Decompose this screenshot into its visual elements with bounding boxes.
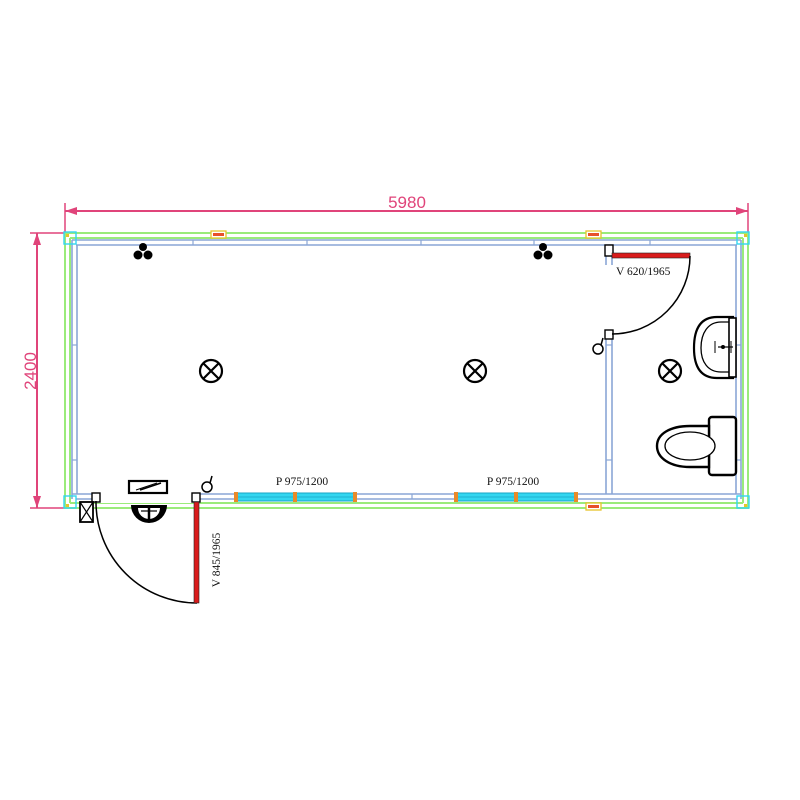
wall-marker [210,230,227,239]
bathroom-door [604,244,691,340]
electrical-panel [79,501,94,523]
inner-wall [71,239,742,500]
corner-markers [66,234,747,507]
entrance-door [91,492,201,604]
double-socket-icon [133,243,153,260]
toilet [655,415,738,477]
bathroom-door-label: V 620/1965 [616,266,671,278]
window-right-label: P 975/1200 [487,476,540,488]
wall-lamp-icon [131,505,167,523]
ceiling-light-icon [462,358,488,384]
dimension-length [64,203,749,240]
ceiling-light-icon [657,358,683,384]
entrance-door-label: V 845/1965 [211,533,223,588]
heater [127,479,169,495]
corner-posts [63,231,750,509]
length-label: 5980 [388,193,426,212]
wall-marker [585,230,602,239]
light-switch-icon [592,337,604,355]
wall-marker [585,502,602,511]
washbasin [692,315,737,380]
window-left [234,492,357,502]
width-label: 2400 [21,352,40,390]
window-left-label: P 975/1200 [276,476,329,488]
light-switch-icon [201,475,213,493]
window-right [454,492,578,502]
dimension-width [30,232,66,509]
ceiling-light-icon [198,358,224,384]
double-socket-icon [533,243,553,260]
